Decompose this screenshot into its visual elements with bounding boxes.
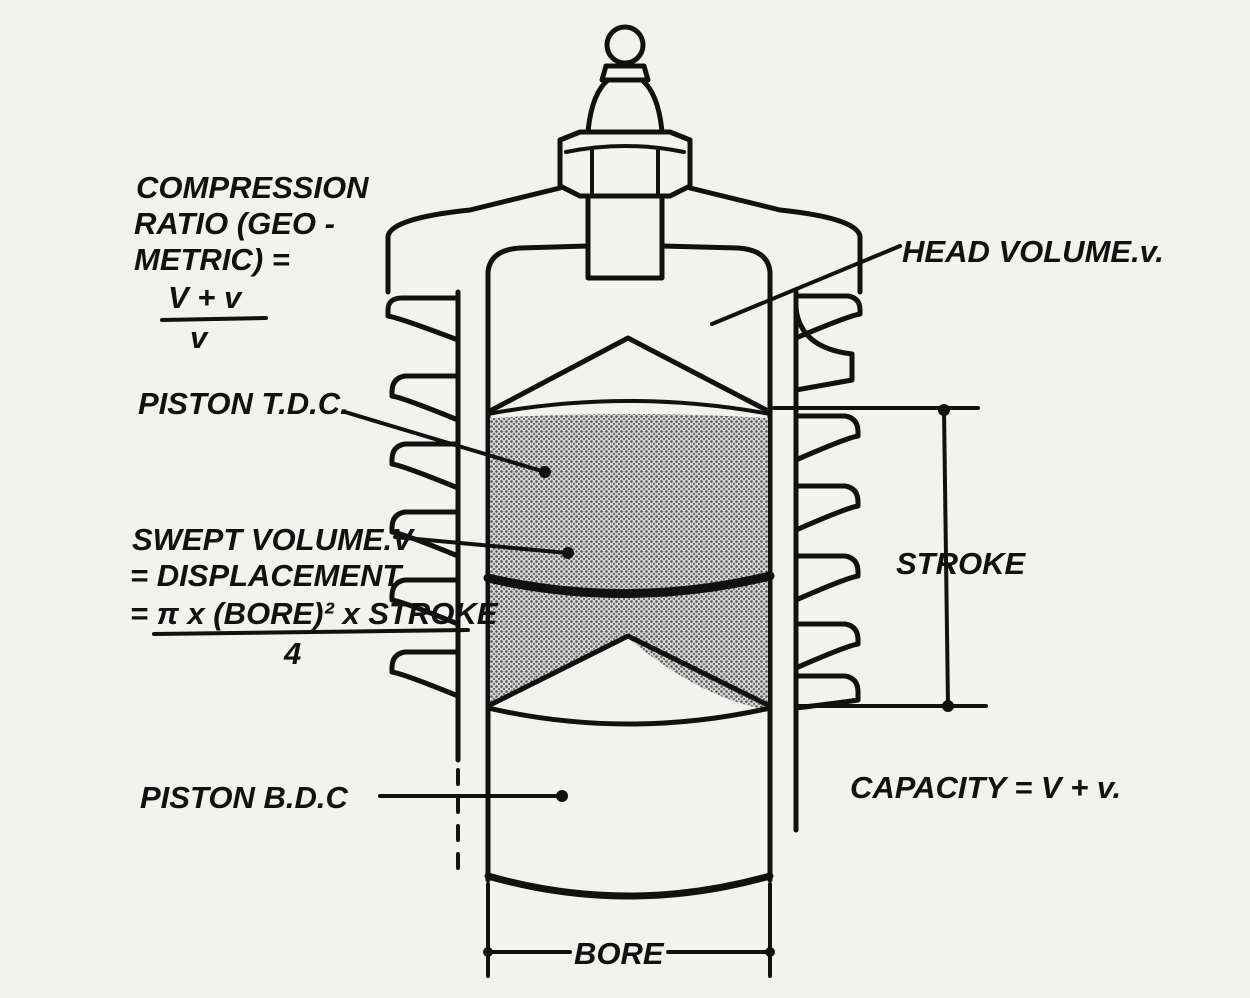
swept-volume-leader bbox=[393, 535, 570, 555]
cooling-fin bbox=[793, 621, 861, 671]
bore-label: BORE bbox=[574, 936, 665, 971]
swept-volume-formula: = π x (BORE)² x STROKE bbox=[130, 596, 499, 631]
spark-plug-terminal bbox=[604, 24, 646, 66]
cooling-fin bbox=[793, 413, 861, 463]
spark-plug-hex-bevel bbox=[564, 144, 686, 154]
spark-plug-hex-nut bbox=[557, 129, 693, 199]
spark-plug bbox=[557, 24, 693, 281]
cylinder-bore-right-wall bbox=[659, 243, 773, 883]
swept-volume-region bbox=[490, 414, 768, 710]
swept-volume-label-line2: = DISPLACEMENT bbox=[130, 558, 404, 593]
swept-volume-formula-denominator: 4 bbox=[283, 636, 301, 671]
spark-plug-collar bbox=[599, 63, 651, 83]
stroke-dimension-line bbox=[942, 408, 950, 708]
cooling-fin bbox=[389, 441, 461, 491]
cooling-fin bbox=[793, 293, 863, 341]
piston-bdc-bottom-edge bbox=[484, 872, 774, 900]
cooling-fin bbox=[389, 577, 461, 627]
head-volume-label: HEAD VOLUME.v. bbox=[902, 234, 1164, 269]
compression-label-line3: METRIC) = bbox=[134, 242, 290, 277]
swept-volume-fraction-bar bbox=[152, 628, 470, 636]
compression-ratio-fraction-bar bbox=[160, 316, 268, 322]
cooling-fin bbox=[389, 649, 461, 699]
piston-tdc-label: PISTON T.D.C. bbox=[138, 386, 349, 421]
cylinder-head-casing bbox=[385, 185, 863, 295]
head-volume-leader bbox=[710, 244, 902, 326]
piston-tdc-leader bbox=[343, 410, 547, 474]
stroke-dimension bbox=[772, 404, 988, 712]
compression-label-line2: RATIO (GEO - bbox=[134, 206, 335, 241]
capacity-label: CAPACITY = V + v. bbox=[850, 770, 1121, 805]
cooling-fin bbox=[793, 305, 855, 393]
swept-volume-leader-dot bbox=[562, 547, 574, 559]
cylinder-bore-left-wall bbox=[485, 243, 591, 883]
piston-tdc-leader-dot bbox=[539, 466, 551, 478]
compression-label-line1: COMPRESSION bbox=[136, 170, 369, 205]
swept-volume-label-line1: SWEPT VOLUME.V bbox=[132, 522, 415, 557]
spark-plug-insulator bbox=[585, 77, 665, 135]
bore-dimension bbox=[483, 882, 775, 978]
cooling-fins-left bbox=[385, 295, 461, 699]
piston-tdc-bottom-edge bbox=[483, 571, 775, 599]
cooling-fin bbox=[793, 483, 861, 533]
cooling-fin bbox=[389, 509, 461, 559]
piston-bdc-crown bbox=[485, 633, 773, 709]
piston-tdc bbox=[483, 335, 775, 599]
bore-dimension-dot bbox=[765, 947, 775, 957]
piston-tdc-top-edge bbox=[486, 399, 772, 416]
cooling-fin bbox=[793, 673, 861, 711]
compression-ratio-denominator: v bbox=[190, 320, 209, 355]
piston-bdc-leader-dot bbox=[556, 790, 568, 802]
piston-tdc-crown bbox=[485, 335, 773, 415]
stroke-dimension-dot bbox=[942, 700, 954, 712]
piston-bdc-top-edge bbox=[485, 705, 773, 727]
piston-bdc-label: PISTON B.D.C bbox=[140, 780, 348, 815]
bore-dimension-dot bbox=[483, 947, 493, 957]
cooling-fin bbox=[389, 373, 461, 423]
compression-ratio-numerator: V + v bbox=[168, 280, 243, 315]
spark-plug-thread-body bbox=[585, 193, 665, 281]
piston-bdc bbox=[484, 633, 774, 900]
stroke-label: STROKE bbox=[896, 546, 1027, 581]
cooling-fin bbox=[385, 295, 461, 343]
stroke-dimension-dot bbox=[938, 404, 950, 416]
cooling-fins-right bbox=[793, 293, 863, 711]
cooling-fin bbox=[793, 553, 861, 603]
